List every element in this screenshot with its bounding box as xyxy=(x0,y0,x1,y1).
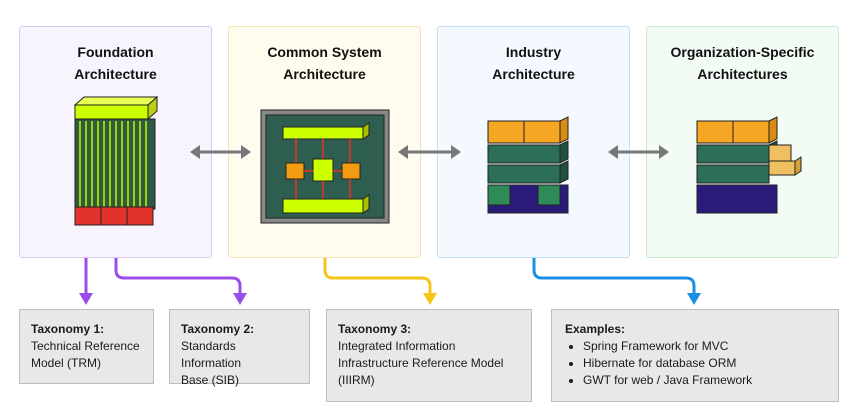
taxonomy-3-line: (IIIRM) xyxy=(338,373,375,387)
list-item: Spring Framework for MVC xyxy=(583,338,827,355)
examples-title: Examples: xyxy=(565,322,626,336)
examples-list: Spring Framework for MVC Hibernate for d… xyxy=(565,338,827,389)
taxonomy-1-line: Technical Reference xyxy=(31,339,140,353)
organization-specific-stack-illustration xyxy=(696,116,802,214)
taxonomy-3-title: Taxonomy 3: xyxy=(338,322,412,336)
connector-arrow-to-taxonomy-2 xyxy=(114,258,247,305)
panel-title: Common System Architecture xyxy=(267,44,382,82)
taxonomy-1-box: Taxonomy 1: Technical Reference Model (T… xyxy=(19,309,154,384)
common-system-board-illustration xyxy=(260,109,390,224)
taxonomy-3-line: Integrated Information xyxy=(338,339,456,353)
taxonomy-3-box: Taxonomy 3: Integrated Information Infra… xyxy=(326,309,532,402)
taxonomy-1-line: Model (TRM) xyxy=(31,356,102,370)
panel-title: Foundation Architecture xyxy=(74,44,157,82)
taxonomy-2-line: Standards Information xyxy=(181,339,242,370)
list-item: GWT for web / Java Framework xyxy=(583,372,827,389)
list-item: Hibernate for database ORM xyxy=(583,355,827,372)
connector-arrow-to-taxonomy-1 xyxy=(79,258,93,305)
taxonomy-1-title: Taxonomy 1: xyxy=(31,322,105,336)
double-arrow-icon xyxy=(190,145,251,159)
taxonomy-2-box: Taxonomy 2: Standards Information Base (… xyxy=(169,309,310,387)
taxonomy-3-line: Infrastructure Reference Model xyxy=(338,356,504,370)
foundation-columns-illustration xyxy=(73,95,159,226)
panel-title: Organization-Specific Architectures xyxy=(670,44,815,82)
double-arrow-icon xyxy=(398,145,461,159)
taxonomy-2-line: Base (SIB) xyxy=(181,373,240,387)
panel-title: Industry Architecture xyxy=(492,44,575,82)
taxonomy-2-title: Taxonomy 2: xyxy=(181,322,255,336)
connector-arrow-to-taxonomy-3 xyxy=(323,258,437,305)
examples-box: Examples: Spring Framework for MVC Hiber… xyxy=(551,309,839,402)
industry-stack-illustration xyxy=(487,116,569,214)
double-arrow-icon xyxy=(608,145,669,159)
connector-arrow-to-examples xyxy=(532,258,701,305)
